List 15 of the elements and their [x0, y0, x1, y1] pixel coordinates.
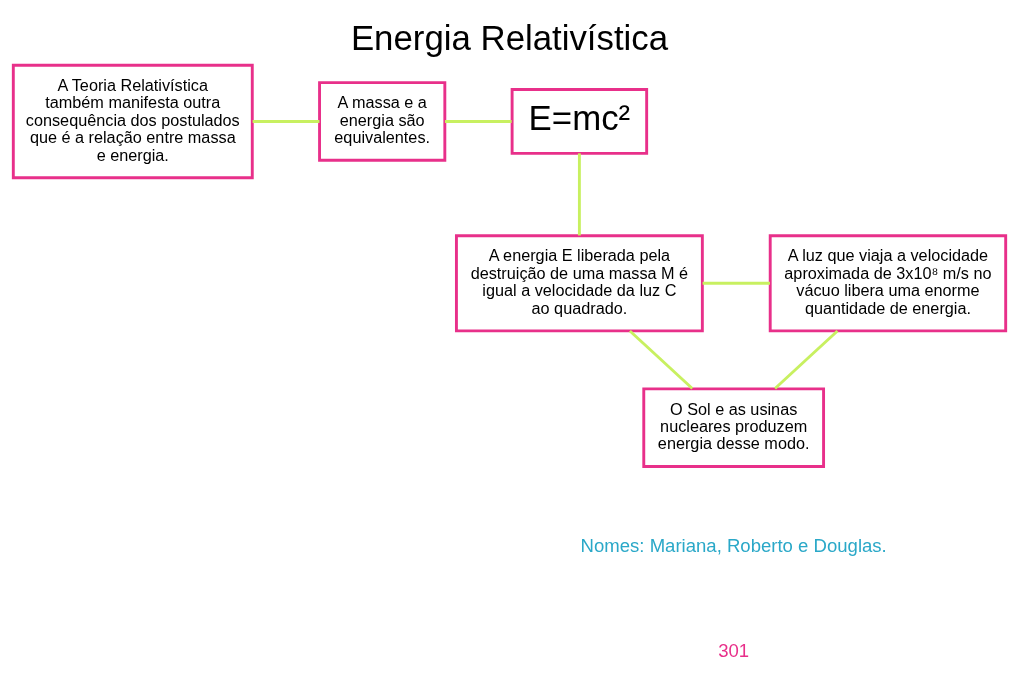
- connector: [252, 120, 320, 123]
- connector: [702, 281, 770, 285]
- node-box: O Sol e as usinas nucleares produzem energia desse modo.: [642, 387, 826, 468]
- connector: [577, 153, 581, 236]
- label: Nomes: Mariana, Roberto e Douglas.: [580, 535, 887, 557]
- connector: [774, 329, 839, 390]
- diagram-title: Energia Relativística: [350, 18, 669, 58]
- node-box: E=mc²: [510, 88, 649, 155]
- label: 301: [718, 639, 750, 661]
- node-box: A energia E liberada pela destruição de uma massa M é igual a velocidade da luz C ao quadrado.: [455, 234, 704, 333]
- node-box: A Teoria Relativística também manifesta outra consequência dos postulados que é a relação entre massa e energia.: [11, 63, 254, 180]
- connector: [628, 329, 694, 390]
- connector: [444, 120, 512, 123]
- node-box: A luz que viaja a velocidade aproximada de 3x10⁸ m/s no vácuo libera uma enorme quantidade de energia.: [768, 234, 1008, 333]
- node-box: A massa e a energia são equivalentes.: [318, 81, 447, 162]
